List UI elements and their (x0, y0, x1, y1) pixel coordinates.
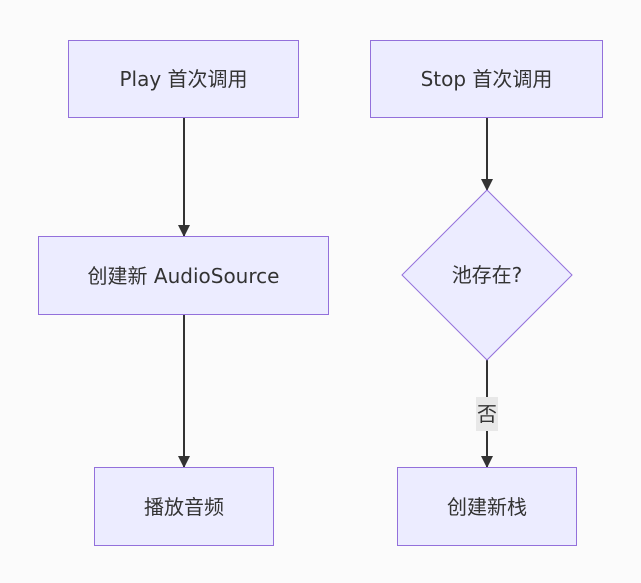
node-play-first-call-label: Play 首次调用 (119, 67, 248, 91)
node-create-stack: 创建新栈 (397, 467, 577, 546)
node-stop-first-call: Stop 首次调用 (370, 40, 603, 118)
node-create-audiosource-label: 创建新 AudioSource (87, 263, 280, 288)
node-play-audio: 播放音频 (94, 467, 274, 546)
node-pool-exists-label: 池存在? (451, 263, 523, 287)
node-create-stack-label: 创建新栈 (447, 494, 527, 519)
node-play-audio-label: 播放音频 (144, 494, 224, 519)
decision-node-pool-exists (401, 189, 573, 361)
node-stop-first-call-label: Stop 首次调用 (420, 67, 553, 91)
node-create-audiosource: 创建新 AudioSource (38, 236, 329, 315)
node-play-first-call: Play 首次调用 (68, 40, 299, 118)
edge-label-no: 否 (476, 397, 498, 431)
